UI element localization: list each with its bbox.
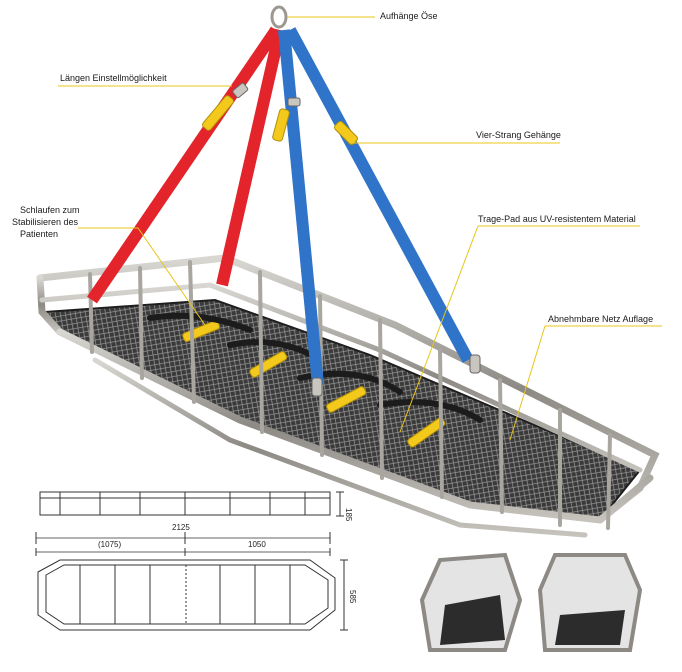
dim-part-b: 1050 bbox=[248, 540, 266, 549]
label-loops-2: Stabilisieren des bbox=[12, 217, 79, 227]
label-net: Abnehmbare Netz Auflage bbox=[548, 314, 654, 324]
sling-blue bbox=[278, 27, 474, 386]
leader-lines bbox=[58, 16, 662, 441]
label-ring: Aufhänge Öse bbox=[380, 11, 438, 21]
dim-height: 185 bbox=[344, 508, 353, 522]
dim-width: 585 bbox=[348, 590, 357, 604]
label-adjust: Längen Einstellmöglichkeit bbox=[60, 73, 167, 83]
label-pad: Trage-Pad aus UV-resistentem Material bbox=[478, 214, 636, 224]
label-loops-3: Patienten bbox=[20, 229, 59, 239]
dim-part-a: (1075) bbox=[98, 540, 121, 549]
top-view-drawing bbox=[35, 532, 348, 631]
buckles bbox=[232, 82, 481, 397]
photo-thumb-2 bbox=[530, 548, 648, 660]
dim-total-length: 2125 bbox=[172, 523, 190, 532]
photo-thumb-1 bbox=[410, 548, 525, 660]
sling-red bbox=[87, 26, 286, 304]
adjust-tabs bbox=[202, 95, 358, 145]
suspension-ring bbox=[270, 5, 288, 29]
frame-ribs bbox=[88, 260, 612, 530]
side-view-drawing bbox=[39, 491, 344, 517]
label-sling: Vier-Strang Gehänge bbox=[476, 130, 561, 140]
label-loops-1: Schlaufen zum bbox=[20, 205, 80, 215]
